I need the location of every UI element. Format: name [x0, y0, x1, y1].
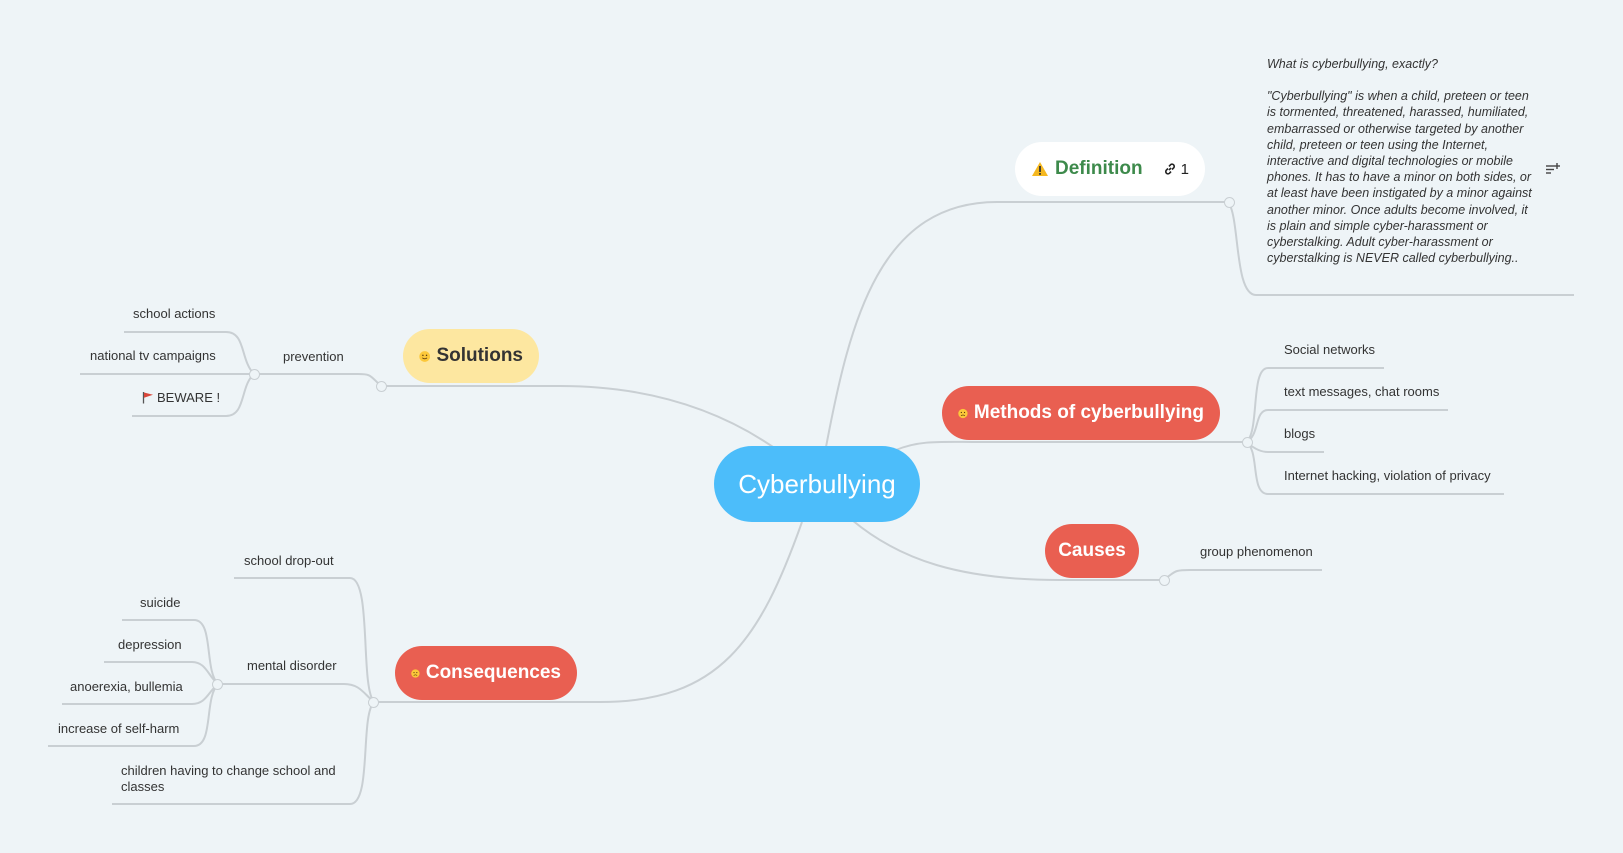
cause-group-phenomenon[interactable]: group phenomenon: [1200, 544, 1313, 559]
note-body: "Cyberbullying" is when a child, preteen…: [1267, 89, 1532, 266]
link-causes: [851, 519, 1163, 581]
method-social-networks[interactable]: Social networks: [1284, 342, 1376, 357]
solution-prevention[interactable]: prevention: [283, 349, 344, 364]
link-dropout: [234, 577, 375, 703]
mental-depression[interactable]: depression: [118, 637, 182, 652]
central-topic-label: Cyberbullying: [738, 468, 896, 499]
link-methods: [895, 440, 1246, 451]
link-prevention: [254, 373, 382, 387]
method-hacking[interactable]: Internet hacking, violation of privacy: [1284, 468, 1491, 483]
link-method-1: [1245, 367, 1384, 443]
link-badge[interactable]: 1: [1163, 161, 1189, 178]
change-school-line-2: classes: [121, 779, 165, 794]
collapse-toggle-methods[interactable]: [1242, 437, 1253, 448]
sad-face-icon: [958, 408, 968, 418]
topic-consequences-label: Consequences: [425, 662, 561, 683]
mental-anorexia[interactable]: anoerexia, bullemia: [70, 679, 183, 694]
topic-causes[interactable]: Causes: [1045, 524, 1139, 578]
solution-school-actions[interactable]: school actions: [133, 306, 216, 321]
topic-consequences[interactable]: Consequences: [395, 646, 577, 700]
link-mental-1: [122, 619, 219, 685]
link-consequences: [374, 521, 803, 703]
method-blogs[interactable]: blogs: [1284, 426, 1316, 441]
sad-face-icon: [411, 668, 420, 678]
link-method-2: [1245, 409, 1448, 443]
collapse-toggle-mental-disorder[interactable]: [212, 679, 223, 690]
link-change-school: [112, 701, 375, 805]
link-solutions: [381, 385, 777, 450]
link-mental-4: [48, 683, 219, 747]
collapse-toggle-definition[interactable]: [1224, 197, 1235, 208]
topic-methods-label: Methods of cyberbullying: [973, 402, 1204, 423]
mental-suicide[interactable]: suicide: [140, 595, 181, 610]
collapse-toggle-prevention[interactable]: [249, 369, 260, 380]
topic-definition-label: Definition: [1055, 158, 1143, 179]
mental-self-harm[interactable]: increase of self-harm: [58, 721, 180, 736]
link-definition: [825, 200, 1228, 448]
topic-methods[interactable]: Methods of cyberbullying: [942, 386, 1220, 440]
central-topic[interactable]: Cyberbullying: [714, 446, 920, 522]
method-text-messages[interactable]: text messages, chat rooms: [1284, 384, 1440, 399]
consequence-mental-disorder[interactable]: mental disorder: [247, 658, 337, 673]
collapse-toggle-consequences[interactable]: [368, 697, 379, 708]
collapse-toggle-causes[interactable]: [1159, 575, 1170, 586]
warning-icon: [1032, 162, 1049, 176]
link-solution-1: [124, 331, 255, 375]
collapse-toggle-solutions[interactable]: [376, 381, 387, 392]
solution-beware[interactable]: BEWARE !: [142, 390, 220, 405]
link-icon: [1164, 163, 1175, 175]
definition-note: What is cyberbullying, exactly? "Cyberbu…: [1267, 56, 1537, 282]
link-method-3: [1245, 441, 1324, 453]
topic-definition[interactable]: Definition 1: [1015, 142, 1205, 196]
solution-beware-label: BEWARE !: [157, 390, 221, 405]
change-school-line-1: children having to change school and: [121, 763, 336, 778]
topic-solutions[interactable]: Solutions: [403, 329, 539, 383]
topic-solutions-label: Solutions: [436, 345, 523, 366]
link-definition-note: [1227, 201, 1574, 296]
solution-tv-campaigns[interactable]: national tv campaigns: [90, 348, 216, 363]
topic-causes-label: Causes: [1058, 540, 1126, 561]
link-cause-1: [1162, 569, 1322, 581]
consequence-change-school[interactable]: children having to change school and cla…: [121, 763, 336, 795]
link-mental: [218, 683, 375, 703]
flag-icon: [142, 392, 153, 404]
note-icon[interactable]: [1545, 162, 1561, 176]
link-count: 1: [1180, 160, 1189, 178]
note-question: What is cyberbullying, exactly?: [1267, 57, 1438, 71]
smile-face-icon: [419, 350, 431, 362]
consequence-school-dropout[interactable]: school drop-out: [244, 553, 334, 568]
